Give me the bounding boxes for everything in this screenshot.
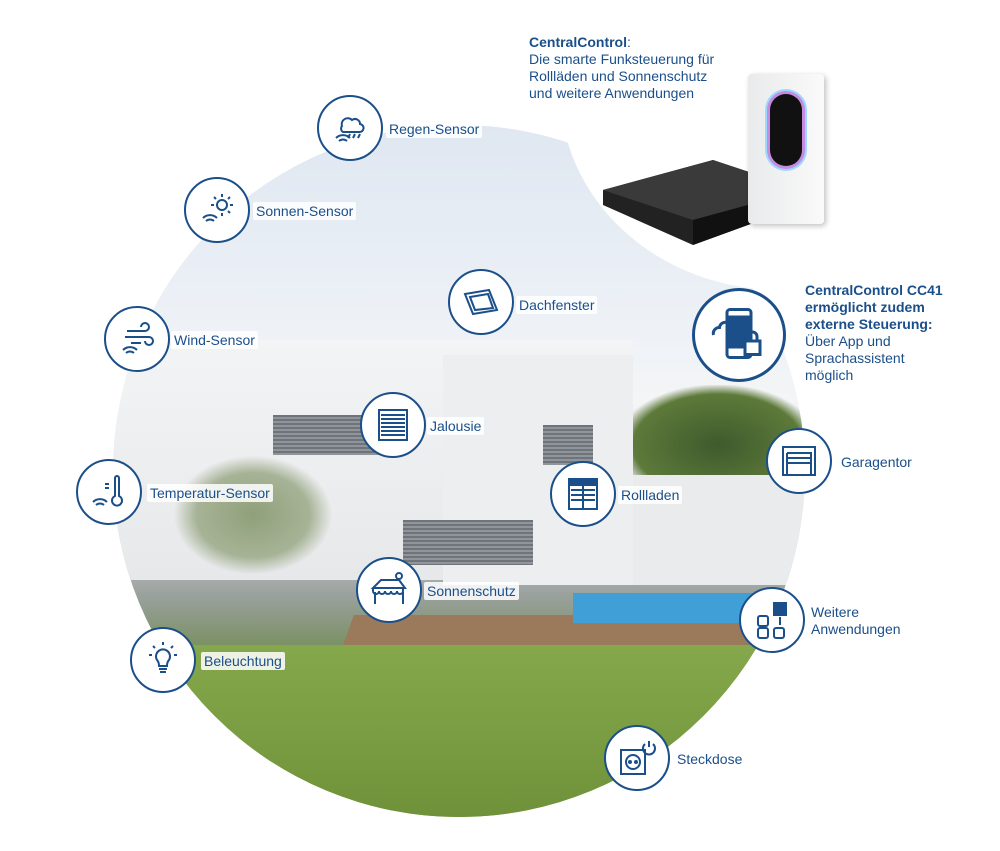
colon: : bbox=[627, 34, 631, 50]
cc41-line: externe Steuerung: bbox=[805, 316, 933, 332]
label-temperatur-sensor: Temperatur-Sensor bbox=[147, 484, 273, 502]
label-line: Weitere bbox=[811, 604, 859, 620]
awning-icon bbox=[356, 557, 422, 623]
cc41-description: CentralControl CC41 ermöglicht zudem ext… bbox=[805, 282, 943, 384]
label-wind-sensor: Wind-Sensor bbox=[171, 331, 258, 349]
label-sonnen-sensor: Sonnen-Sensor bbox=[253, 202, 357, 220]
cc41-line: möglich bbox=[805, 367, 854, 383]
label-regen-sensor: Regen-Sensor bbox=[386, 120, 483, 138]
app-control-icon bbox=[692, 288, 786, 382]
venetian-blind-icon bbox=[360, 392, 426, 458]
cc41-line: ermöglicht zudem bbox=[805, 299, 925, 315]
desc-line: Rollläden und Sonnenschutz bbox=[529, 68, 708, 84]
sun-sensor-icon bbox=[184, 177, 250, 243]
garage-door-icon bbox=[766, 428, 832, 494]
more-applications-icon bbox=[739, 587, 805, 653]
label-dachfenster: Dachfenster bbox=[516, 296, 598, 314]
desc-line: und weitere Anwendungen bbox=[529, 85, 695, 101]
power-socket-icon bbox=[604, 725, 670, 791]
label-steckdose: Steckdose bbox=[674, 750, 746, 768]
temperature-sensor-icon bbox=[76, 459, 142, 525]
label-rollladen: Rollladen bbox=[618, 486, 683, 504]
label-beleuchtung: Beleuchtung bbox=[201, 652, 285, 670]
desc-line: Die smarte Funksteuerung für bbox=[529, 51, 715, 67]
cc41-line: CentralControl CC41 bbox=[805, 282, 943, 298]
label-jalousie: Jalousie bbox=[427, 417, 485, 435]
rain-sensor-icon bbox=[317, 95, 383, 161]
cc41-line: Über App und bbox=[805, 333, 891, 349]
wind-sensor-icon bbox=[104, 306, 170, 372]
product-name: CentralControl bbox=[529, 34, 627, 50]
wall-switch-device bbox=[748, 74, 824, 224]
centralcontrol-description: CentralControl: Die smarte Funksteuerung… bbox=[529, 34, 714, 102]
roller-shutter-icon bbox=[550, 461, 616, 527]
label-line: Anwendungen bbox=[811, 621, 901, 637]
light-bulb-icon bbox=[130, 627, 196, 693]
roof-window-icon bbox=[448, 269, 514, 335]
cc41-line: Sprachassistent bbox=[805, 350, 905, 366]
label-garagentor: Garagentor bbox=[838, 453, 915, 471]
label-sonnenschutz: Sonnenschutz bbox=[424, 582, 519, 600]
